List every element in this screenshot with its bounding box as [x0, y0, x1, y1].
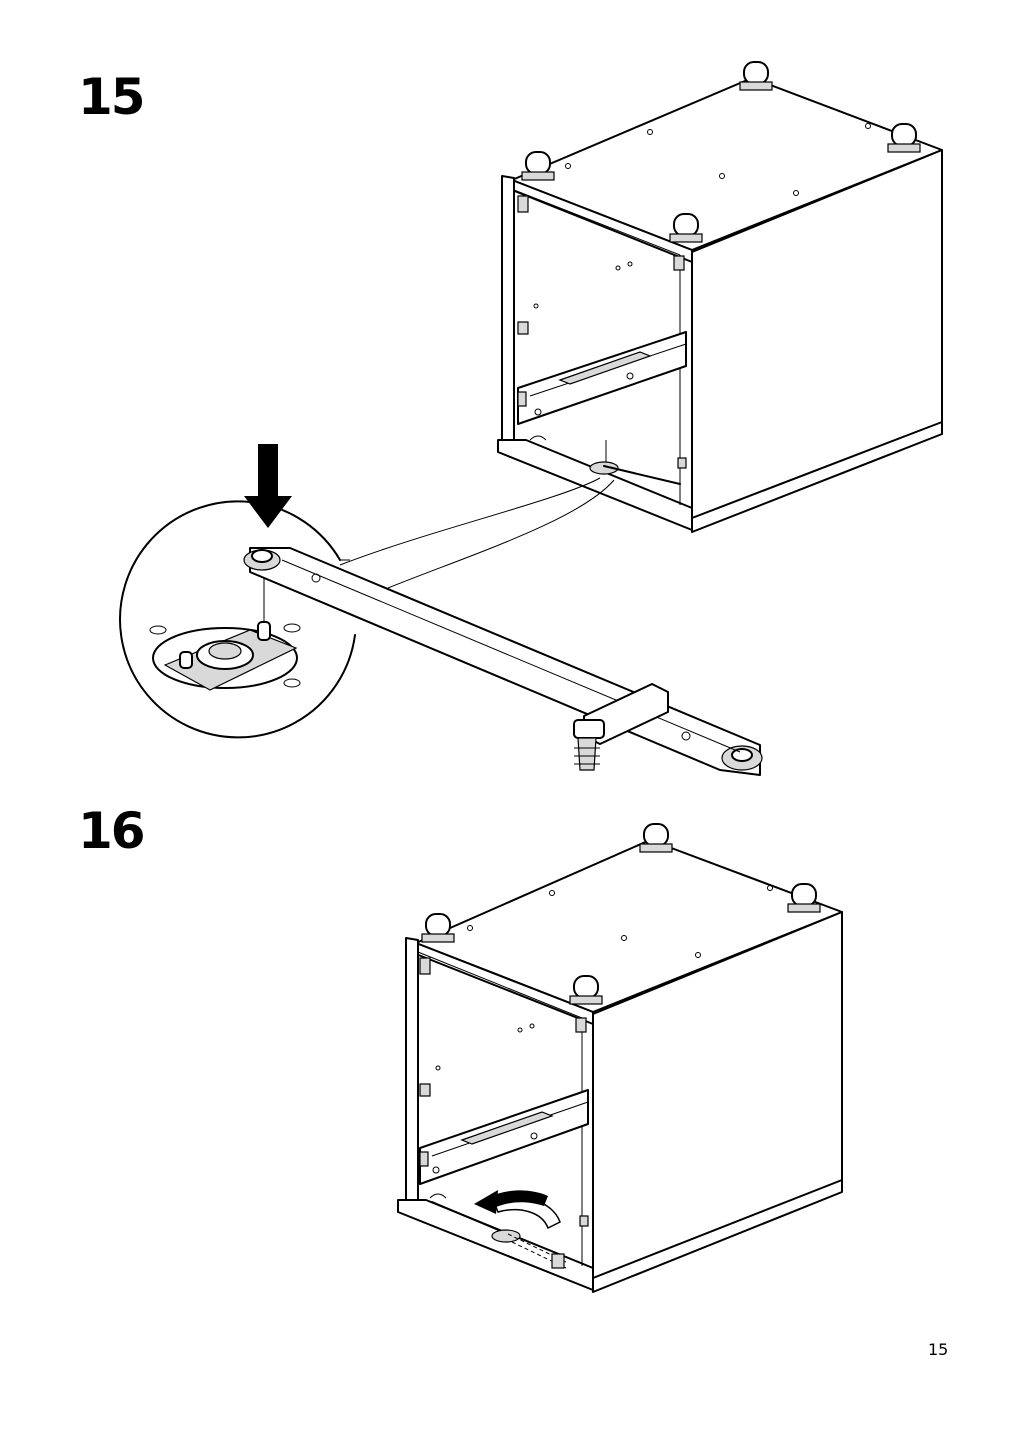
page-number: 15: [928, 1340, 949, 1359]
step16-cabinet: [397, 823, 843, 1293]
detail-magnifier: [119, 500, 356, 739]
step-number-16: 16: [78, 802, 146, 860]
zoom-pointer: [387, 479, 615, 589]
caster-wheel-icon: [639, 823, 673, 853]
stay-arm: [243, 547, 763, 776]
down-arrow-icon: [244, 444, 292, 528]
rotate-arrow-icon: [474, 1190, 561, 1230]
caster-wheel-icon: [739, 61, 773, 91]
step15-cabinet: [497, 61, 943, 533]
caster-wheel-icon: [421, 913, 455, 943]
step-number-15: 15: [78, 68, 146, 126]
caster-wheel-icon: [787, 883, 821, 913]
caster-wheel-icon: [521, 151, 555, 181]
caster-wheel-icon: [569, 975, 603, 1005]
caster-wheel-icon: [669, 213, 703, 243]
mount-plate: [149, 556, 301, 691]
zoom-pointer: [339, 477, 601, 566]
caster-wheel-icon: [887, 123, 921, 153]
stay-clip: [573, 683, 669, 771]
